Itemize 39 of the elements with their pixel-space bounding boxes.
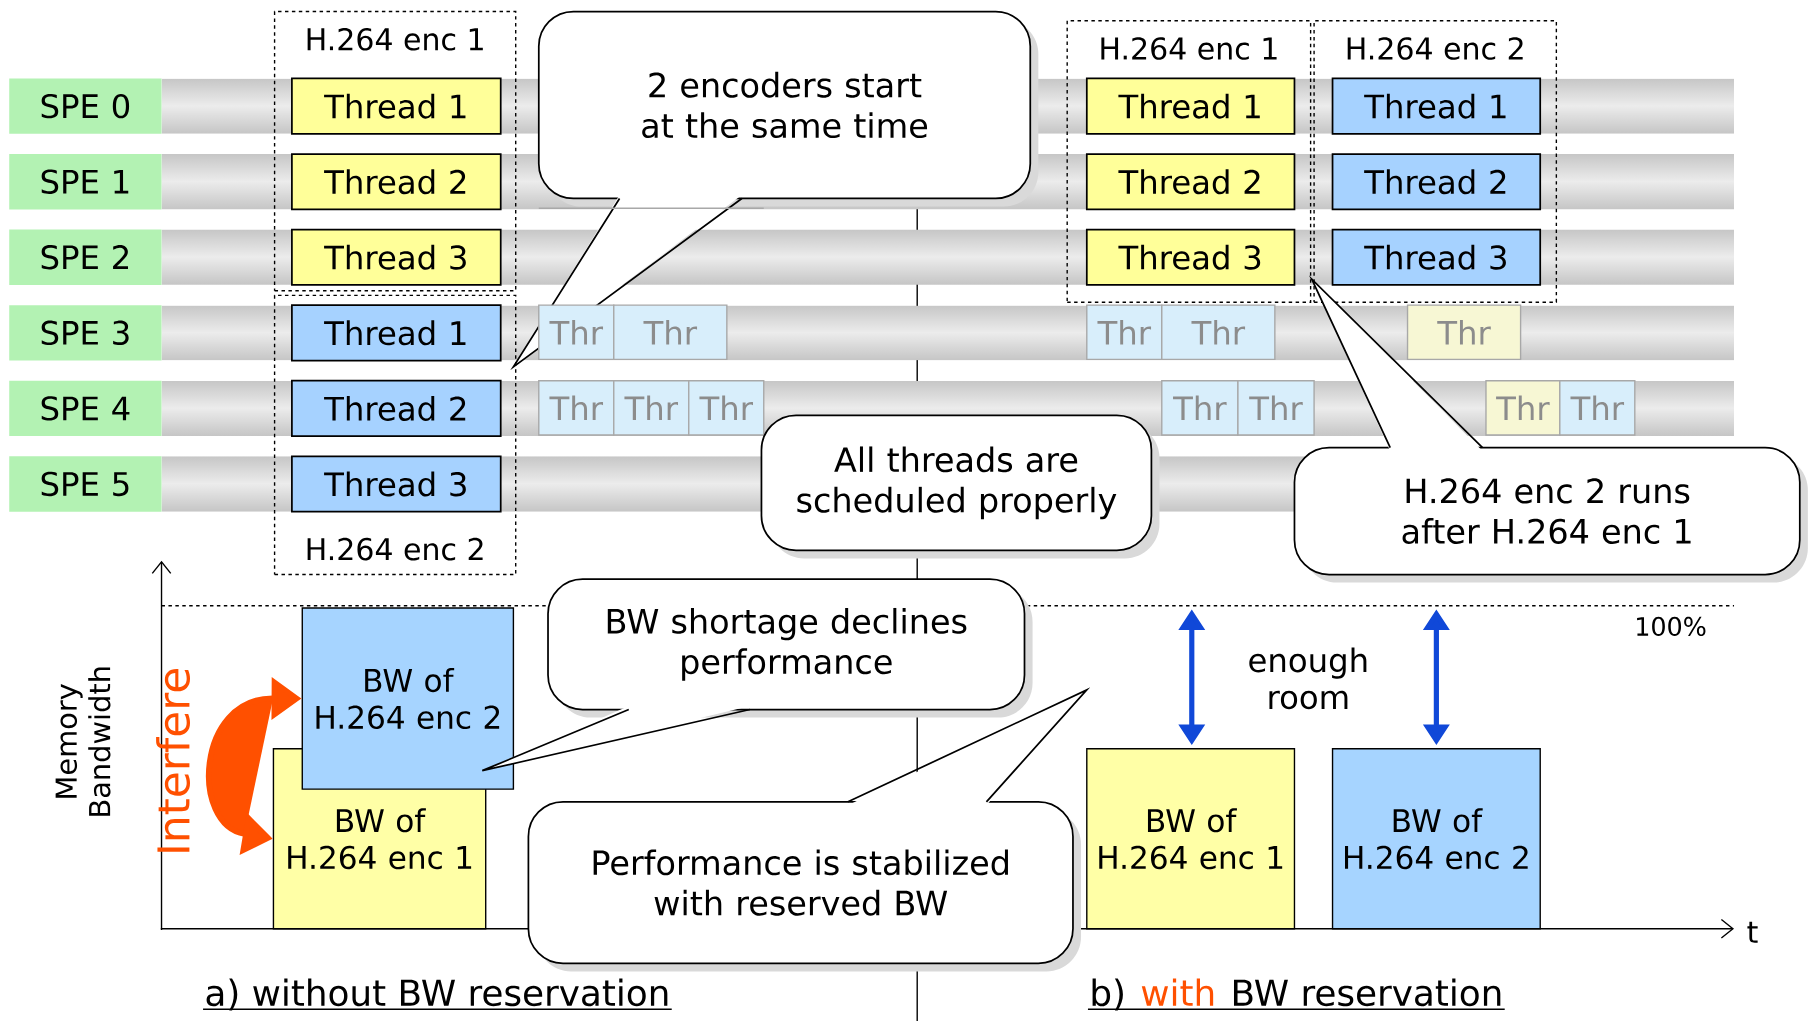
task-block: Thr (1161, 380, 1239, 436)
caption-text: BW reservation (1234, 978, 1501, 1007)
caption-text: with (1141, 978, 1214, 1006)
task-block: Thr (1161, 304, 1276, 361)
task-block: Thr (613, 380, 690, 436)
thread-box: Thread 1 (291, 304, 502, 362)
processor-label: SPE 3 (9, 305, 162, 361)
bandwidth-block: BW of H.264 enc 1 (1086, 748, 1296, 930)
thread-box: Thread 3 (291, 228, 502, 286)
thread-box: Thread 2 (1331, 153, 1542, 211)
bandwidth-block: BW of H.264 enc 2 (301, 607, 515, 790)
task-block: Thr (688, 380, 765, 436)
thread-box: Thread 1 (1085, 77, 1296, 135)
caption-text: b) (1092, 978, 1123, 1011)
thread-box: Thread 1 (1331, 77, 1542, 135)
processor-label: SPE 4 (9, 380, 162, 437)
bandwidth-block: BW of H.264 enc 2 (1331, 748, 1541, 930)
processor-label: SPE 2 (9, 229, 162, 285)
thread-box: Thread 3 (1331, 228, 1542, 286)
processor-label: SPE 1 (9, 154, 162, 210)
annotation-text: enough room (1249, 647, 1367, 710)
edge-label: Interfere (156, 669, 190, 852)
task-block: Thr (1237, 380, 1315, 436)
processor-label: SPE 0 (9, 78, 162, 134)
speech-bubble: Performance is stabilized with reserved BW (527, 687, 1091, 972)
axis-label: Memory Bandwidth (55, 667, 111, 816)
task-block: Thr (538, 380, 615, 436)
percent-label: 100% (1637, 616, 1706, 637)
axis-label: t (1747, 921, 1758, 943)
speech-bubble: All threads are scheduled properly (760, 414, 1160, 559)
processor-label: SPE 5 (9, 456, 162, 512)
thread-box: Thread 3 (291, 455, 502, 513)
caption-text: a) without BW reservation (206, 978, 668, 1011)
thread-box: Thread 2 (291, 153, 502, 211)
thread-box: Thread 2 (291, 379, 502, 437)
task-block: Thr (1086, 304, 1163, 361)
thread-box: Thread 1 (291, 77, 502, 135)
thread-box: Thread 2 (1085, 153, 1296, 211)
thread-box: Thread 3 (1085, 228, 1296, 286)
